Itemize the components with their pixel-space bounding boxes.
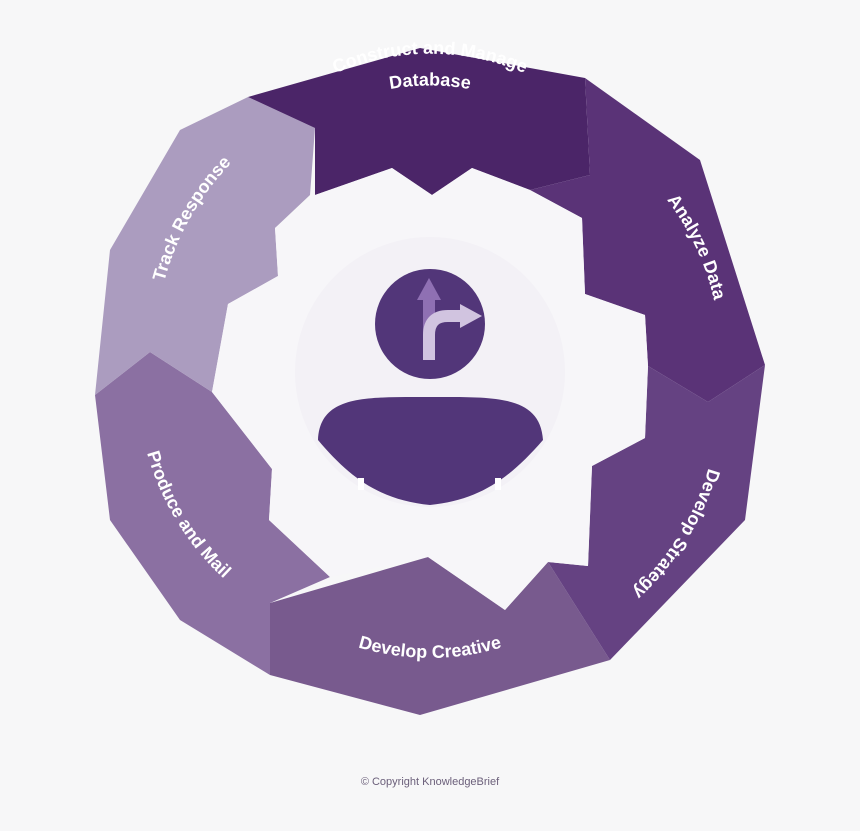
turn-right-arrow-head — [460, 304, 482, 328]
segment-construct-and-manage-database[interactable] — [248, 48, 590, 195]
up-arrow-head — [417, 278, 441, 300]
person-with-direction-arrow-icon — [318, 269, 543, 505]
segment-analyze-data[interactable] — [530, 78, 765, 402]
copyright-text: © Copyright KnowledgeBrief — [360, 776, 500, 788]
turn-right-arrow — [423, 310, 462, 360]
person-body-notch-right — [495, 478, 501, 490]
segment-produce-and-mail[interactable] — [95, 352, 330, 675]
person-body — [318, 396, 543, 505]
segment-develop-creative[interactable] — [270, 557, 610, 715]
segment-develop-strategy[interactable] — [548, 365, 765, 660]
segment-track-response[interactable] — [95, 97, 315, 395]
ring-segments — [95, 48, 765, 715]
person-body-notch-left — [358, 478, 364, 490]
